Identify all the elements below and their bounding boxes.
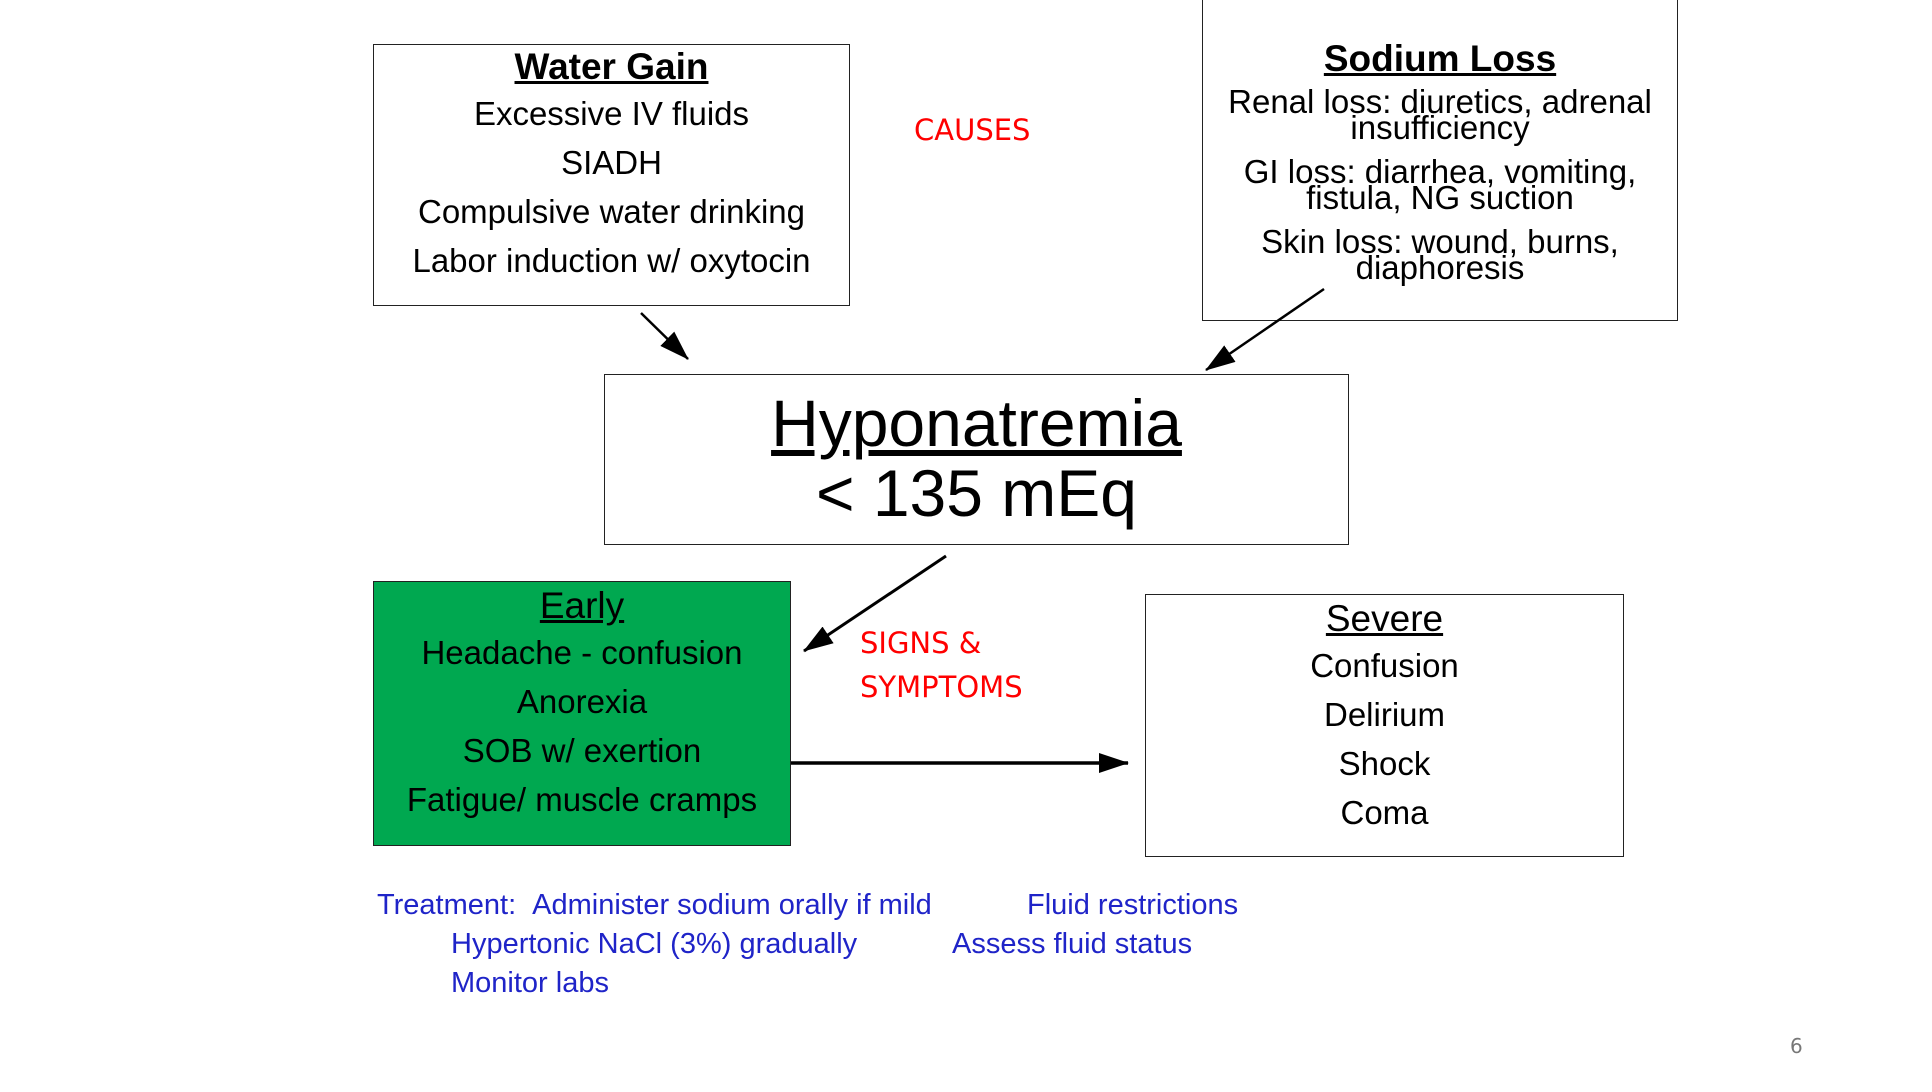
page-number: 6 [1790, 1034, 1803, 1058]
sodium-loss-item: Renal loss: diuretics, adrenal insuffici… [1228, 83, 1652, 146]
signs-symptoms-label: SIGNS & SYMPTOMS [860, 621, 1023, 709]
severe-item: Delirium [1323, 696, 1445, 733]
causes-label: CAUSES [914, 113, 1031, 147]
treatment-line: Treatment: Administer sodium orally if mi… [377, 886, 932, 924]
early-item: Anorexia [516, 683, 648, 720]
water-gain-item: Excessive IV fluids [473, 95, 750, 132]
treatment-prefix: Treatment: [377, 889, 517, 921]
water-gain-title: Water Gain [514, 46, 709, 87]
treatment-item: Administer sodium orally if mild [532, 889, 932, 921]
water-gain-item: Compulsive water drinking [418, 193, 805, 230]
hyponatremia-box: Hyponatremia < 135 mEq [604, 374, 1349, 545]
treatment-item: Monitor labs [451, 967, 609, 999]
severe-signs-box: Severe Confusion Delirium Shock Coma [1145, 594, 1624, 857]
water-gain-box: Water Gain Excessive IV fluids SIADH Com… [373, 44, 850, 306]
sodium-loss-box: Sodium Loss Renal loss: diuretics, adren… [1202, 0, 1678, 321]
sodium-loss-item: GI loss: diarrhea, vomiting, fistula, NG… [1243, 153, 1637, 216]
water-gain-item: SIADH [561, 144, 662, 181]
sodium-loss-title: Sodium Loss [1323, 38, 1557, 79]
severe-item: Shock [1338, 745, 1431, 782]
arrow-water-gain-to-hyponatremia [640, 312, 689, 360]
early-signs-box: Early Headache - confusion Anorexia SOB … [373, 581, 791, 846]
sodium-loss-item: Skin loss: wound, burns, diaphoresis [1261, 223, 1619, 286]
treatment-item: Assess fluid status [952, 928, 1193, 960]
early-item: Fatigue/ muscle cramps [406, 781, 758, 818]
signs-label-line: SIGNS & [860, 626, 982, 660]
severe-title: Severe [1325, 598, 1444, 639]
severe-item: Coma [1340, 794, 1429, 831]
severe-item: Confusion [1310, 647, 1459, 684]
early-title: Early [539, 585, 625, 626]
signs-label-line: SYMPTOMS [860, 670, 1023, 704]
hyponatremia-title: Hyponatremia [771, 386, 1182, 460]
early-item: SOB w/ exertion [462, 732, 702, 769]
treatment-item: Hypertonic NaCl (3%) gradually [451, 928, 858, 960]
water-gain-item: Labor induction w/ oxytocin [412, 242, 811, 279]
early-item: Headache - confusion [421, 634, 743, 671]
treatment-item: Fluid restrictions [1027, 889, 1239, 921]
hyponatremia-threshold: < 135 mEq [815, 456, 1138, 530]
